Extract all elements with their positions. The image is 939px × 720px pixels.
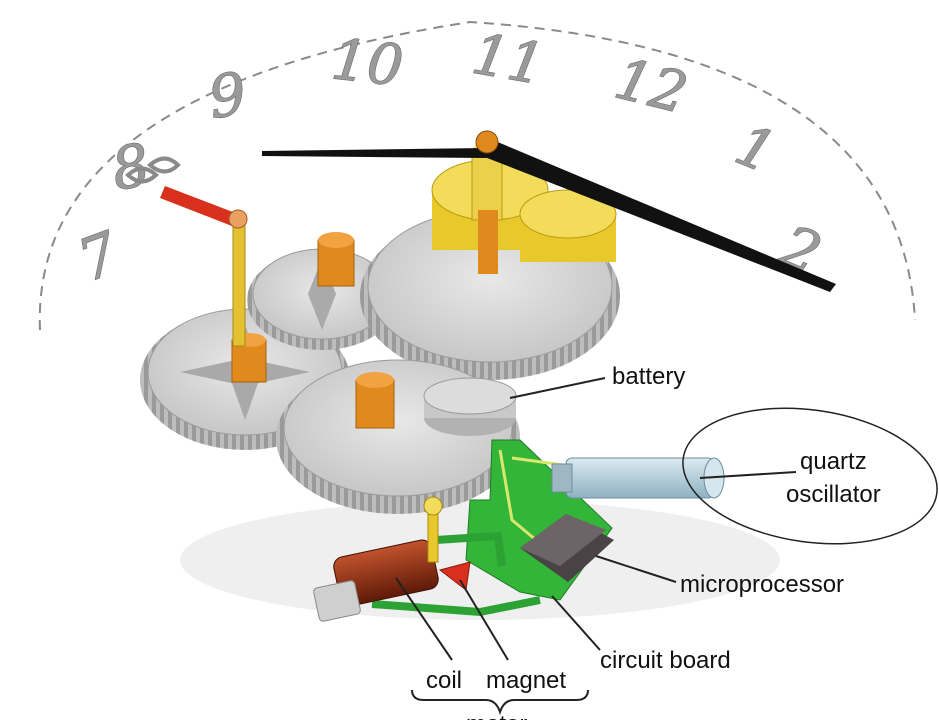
motor-coil bbox=[313, 539, 439, 622]
dial-numerals: 7 8 9 10 11 12 1 2 bbox=[69, 21, 831, 296]
numeral-8: 8 bbox=[107, 130, 155, 203]
numeral-11: 11 bbox=[468, 22, 549, 98]
minute-hand bbox=[262, 148, 486, 158]
microprocessor-label: microprocessor bbox=[680, 571, 844, 598]
numeral-9: 9 bbox=[204, 59, 250, 131]
orange-pinion-left bbox=[231, 333, 267, 383]
numeral-7: 7 bbox=[70, 219, 128, 296]
motor-label: motor bbox=[466, 711, 527, 720]
coil-label: coil bbox=[426, 667, 462, 694]
battery-leader bbox=[509, 377, 606, 399]
second-hand-assembly bbox=[125, 156, 248, 347]
coil-leader bbox=[395, 577, 453, 661]
quartz-label: quartz bbox=[800, 448, 867, 475]
microprocessor-leader bbox=[595, 555, 677, 583]
microprocessor-chip bbox=[520, 514, 614, 582]
battery-label: battery bbox=[612, 363, 685, 390]
clock-hands bbox=[262, 130, 836, 292]
hour-hand bbox=[482, 138, 836, 292]
orange-pinion-middle bbox=[355, 372, 395, 429]
upper-left-gear bbox=[247, 248, 397, 350]
clock-face-edge bbox=[38, 20, 916, 331]
quartz-highlight-oval bbox=[682, 407, 938, 545]
numeral-10: 10 bbox=[329, 27, 407, 99]
motor-brace bbox=[411, 689, 589, 716]
numeral-1: 1 bbox=[727, 113, 784, 187]
orange-pinion-top bbox=[317, 232, 355, 287]
battery bbox=[423, 377, 517, 436]
leader-lines bbox=[395, 377, 797, 661]
oscillator-label: oscillator bbox=[786, 481, 881, 508]
magnet-label: magnet bbox=[486, 667, 566, 694]
circuit-board-leader bbox=[551, 595, 601, 651]
quartz-leader bbox=[699, 471, 797, 479]
numeral-12: 12 bbox=[609, 47, 694, 127]
magnet-leader bbox=[459, 579, 509, 661]
circuit-board-label: circuit board bbox=[600, 647, 731, 674]
quartz-oscillator bbox=[551, 457, 725, 499]
